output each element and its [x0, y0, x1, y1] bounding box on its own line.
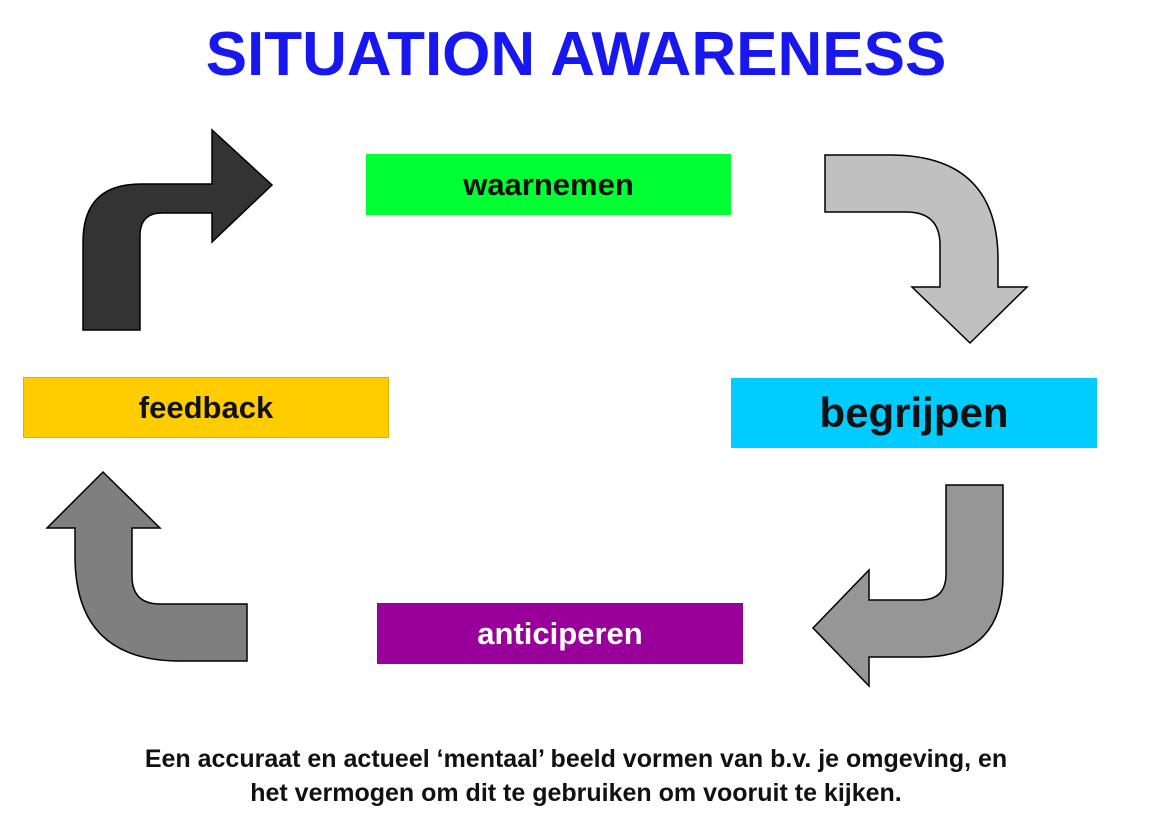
definition-caption: Een accuraat en actueel ‘mentaal’ beeld …	[0, 742, 1152, 810]
step-waarnemen: waarnemen	[366, 154, 731, 215]
page-title: SITUATION AWARENESS	[205, 20, 947, 89]
step-feedback-label: feedback	[138, 389, 274, 425]
step-anticiperen-label: anticiperen	[477, 615, 643, 651]
step-waarnemen-label: waarnemen	[463, 166, 634, 202]
caption-line-2: het vermogen om dit te gebruiken om voor…	[250, 779, 902, 807]
arrow-waarnemen-to-begrijpen	[824, 154, 1029, 345]
step-anticiperen: anticiperen	[377, 603, 743, 664]
step-begrijpen: begrijpen	[731, 378, 1097, 448]
arrow-feedback-to-waarnemen	[82, 128, 274, 331]
caption-line-1: Een accuraat en actueel ‘mentaal’ beeld …	[144, 745, 1008, 773]
arrow-anticiperen-to-feedback	[45, 470, 248, 662]
step-feedback: feedback	[23, 377, 389, 438]
step-begrijpen-label: begrijpen	[819, 389, 1009, 436]
arrow-begrijpen-to-anticiperen	[811, 484, 1004, 688]
